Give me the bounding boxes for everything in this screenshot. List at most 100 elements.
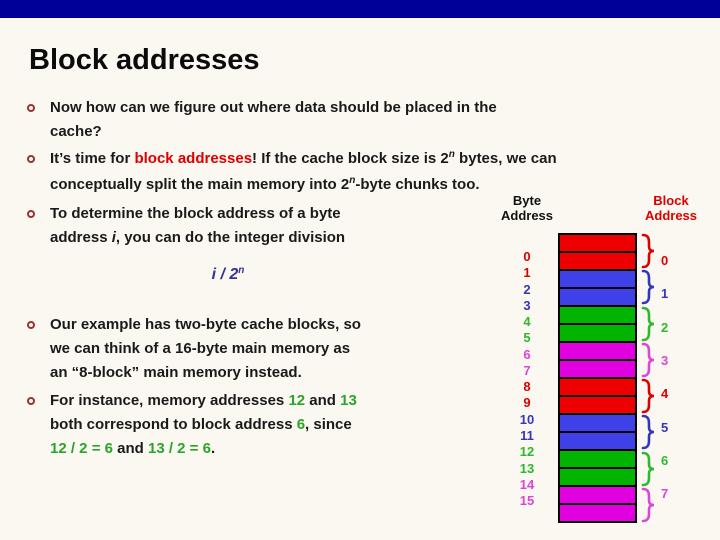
block-brace-icon: [641, 414, 655, 450]
byte-address-label: 8: [523, 379, 531, 395]
text-run: cache?: [50, 123, 102, 140]
block-brace-icon: [641, 487, 655, 523]
block-brace-icon: [641, 269, 655, 305]
bullet-text: It’s time for block addresses! If the ca…: [50, 147, 557, 199]
text-run: 12 / 2 = 6: [50, 440, 113, 457]
bullet-item: Now how can we figure out where data sho…: [27, 96, 497, 144]
byte-address-label: 5: [523, 330, 531, 346]
text-run: i: [111, 229, 116, 246]
memory-cell-row: [560, 379, 635, 395]
block-brace-icon: [641, 342, 655, 378]
text-run: n: [448, 149, 455, 160]
memory-cell-row: [560, 397, 635, 413]
text-line: conceptually split the main memory into …: [50, 173, 557, 199]
text-line: an “8-block” main memory instead.: [50, 361, 361, 385]
byte-address-label: 2: [523, 281, 531, 297]
bullet-text: Our example has two-byte cache blocks, s…: [50, 313, 361, 385]
memory-cell-row: [560, 505, 635, 521]
memory-cell-row: [560, 253, 635, 269]
text-run: n: [349, 175, 356, 186]
text-run: , since: [305, 416, 352, 433]
text-line: both correspond to block address 6, sinc…: [50, 413, 357, 437]
text-run: n: [238, 265, 245, 276]
block-address-label: 6: [661, 452, 669, 468]
block-address-label: 1: [661, 286, 669, 302]
byte-address-label: 15: [519, 493, 535, 509]
byte-address-label: 14: [519, 476, 535, 492]
bullet-circle-icon: [27, 397, 35, 405]
text-line: To determine the block address of a byte: [50, 202, 345, 226]
text-run: an “8-block” main memory instead.: [50, 364, 302, 381]
block-address-label: 0: [661, 253, 669, 268]
text-run: .: [210, 440, 216, 457]
byte-address-label: 4: [523, 314, 531, 330]
bullet-item: Our example has two-byte cache blocks, s…: [27, 313, 361, 385]
text-run: i: [211, 266, 217, 283]
byte-address-label: 12: [519, 444, 535, 460]
text-run: , you can do the integer division: [115, 229, 346, 246]
bullet-item: For instance, memory addresses 12 and 13…: [27, 389, 357, 461]
memory-cell-row: [560, 487, 635, 503]
byte-address-label: 0: [523, 249, 531, 264]
memory-cell-row: [560, 235, 635, 251]
memory-cell-row: [560, 343, 635, 359]
block-address-label: 7: [661, 486, 669, 502]
block-address-label: 4: [661, 386, 669, 402]
text-run: and: [112, 440, 148, 457]
memory-cell-row: [560, 271, 635, 287]
text-line: Our example has two-byte cache blocks, s…: [50, 313, 361, 337]
bullet-text: To determine the block address of a byte…: [50, 202, 345, 250]
block-brace-icon: [641, 378, 655, 414]
text-line: we can think of a 16-byte main memory as: [50, 337, 361, 361]
bullet-text: For instance, memory addresses 12 and 13…: [50, 389, 357, 461]
text-run: and: [305, 392, 341, 409]
text-line: address i, you can do the integer divisi…: [50, 226, 345, 250]
block-address-label: 3: [661, 352, 669, 368]
block-brace-icon: [641, 233, 655, 269]
bullet-circle-icon: [27, 321, 35, 329]
text-run: we can think of a 16-byte main memory as: [50, 340, 351, 357]
text-run: conceptually split the main memory into …: [50, 176, 350, 193]
memory-cell-row: [560, 361, 635, 377]
byte-address-label: 6: [523, 346, 531, 362]
byte-address-label: 9: [523, 395, 531, 411]
text-run: 13 / 2 = 6: [147, 440, 211, 457]
block-address-label: 5: [661, 419, 669, 435]
memory-cell-row: [560, 307, 635, 323]
text-run: 12: [288, 392, 306, 409]
text-run: block addresses: [134, 150, 253, 167]
text-line: cache?: [50, 120, 497, 144]
text-run: bytes, we can: [454, 150, 557, 167]
text-run: It’s time for: [50, 150, 135, 167]
memory-grid: [558, 233, 637, 523]
text-line: For instance, memory addresses 12 and 13: [50, 389, 357, 413]
bullet-circle-icon: [27, 104, 35, 112]
bullet-item: It’s time for block addresses! If the ca…: [27, 147, 557, 199]
byte-address-label: 10: [519, 411, 535, 427]
block-brace-icon: [641, 306, 655, 341]
text-run: 13: [340, 392, 357, 409]
block-address-header: Block Address: [644, 193, 698, 223]
division-formula: i / 2n: [0, 265, 456, 284]
memory-cell-row: [560, 433, 635, 449]
text-run: Now how can we figure out where data sho…: [50, 99, 497, 116]
top-accent-bar: [0, 0, 720, 18]
bullet-circle-icon: [27, 155, 35, 163]
text-run: ! If the cache block size is 2: [252, 150, 449, 167]
memory-cell-row: [560, 415, 635, 431]
block-brace-icon: [641, 451, 655, 486]
block-address-label: 2: [661, 319, 669, 335]
text-run: -byte chunks too.: [355, 176, 480, 193]
text-run: / 2: [216, 266, 239, 283]
slide-title: Block addresses: [29, 44, 260, 76]
byte-address-label: 7: [523, 362, 531, 378]
byte-address-label: 13: [519, 460, 535, 476]
text-line: 12 / 2 = 6 and 13 / 2 = 6.: [50, 437, 357, 461]
bullet-item: To determine the block address of a byte…: [27, 202, 345, 250]
text-line: Now how can we figure out where data sho…: [50, 96, 497, 120]
byte-address-header: Byte Address: [500, 193, 554, 223]
bullet-circle-icon: [27, 210, 35, 218]
byte-address-label: 1: [523, 265, 531, 281]
memory-cell-row: [560, 289, 635, 305]
